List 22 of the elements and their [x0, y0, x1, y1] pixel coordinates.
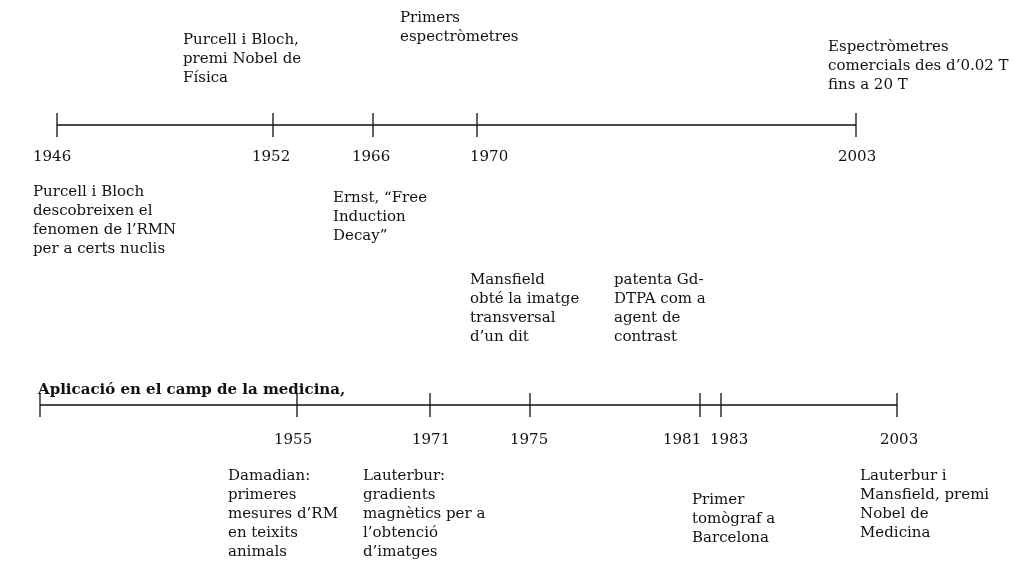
event-text: Lauterbur: gradients magnètics per a l’obtenció d’imatges: [363, 466, 487, 561]
event-text: patenta Gd-DTPA com a agent de contrast: [614, 270, 707, 346]
year-label: 2003: [880, 430, 920, 449]
year-label: 1983: [710, 430, 750, 449]
year-label: 1971: [412, 430, 452, 449]
year-label: 1966: [352, 147, 392, 166]
year-label: 1975: [510, 430, 550, 449]
year-label: 1946: [33, 147, 73, 166]
event-text: Espectròmetres comercials des d’0.02 T fins a 20 T: [828, 37, 1010, 94]
year-label: 1955: [274, 430, 314, 449]
event-text: Mansfield obté la imatge transversal d’un dit: [470, 270, 580, 346]
year-label: 2003: [838, 147, 878, 166]
event-text: Damadian: primeres mesures d’RM en teixits animals: [228, 466, 338, 561]
section-heading: Aplicació en el camp de la medicina,: [38, 380, 346, 399]
event-text: Purcell i Bloch descobreixen el fenomen de l’RMN per a certs nuclis: [33, 182, 178, 258]
event-text: Lauterbur i Mansfield, premi Nobel de Medicina: [860, 466, 990, 542]
event-text: Primer tomògraf a Barcelona: [692, 490, 777, 547]
event-text: Primers espectròmetres: [400, 8, 520, 46]
year-label: 1952: [252, 147, 292, 166]
event-text: Purcell i Bloch, premi Nobel de Física: [183, 30, 303, 87]
year-label: 1970: [470, 147, 510, 166]
event-text: Ernst, “Free Induction Decay”: [333, 188, 429, 245]
